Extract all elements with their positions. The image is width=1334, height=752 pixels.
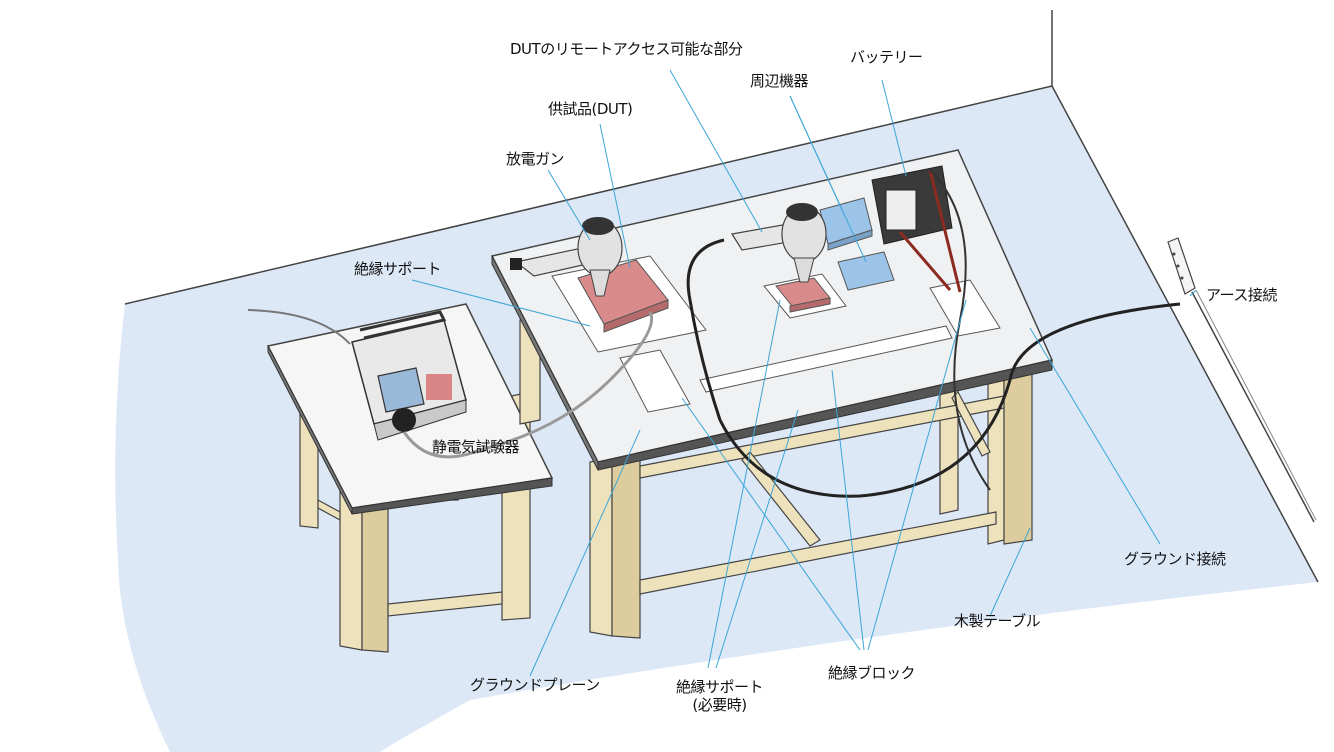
esd-tester: [351, 310, 467, 441]
label-esd-tester: 静電気試験器: [432, 438, 520, 456]
label-wooden-table: 木製テーブル: [954, 612, 1041, 630]
label-ground-plane: グラウンドプレーン: [470, 676, 600, 694]
label-dut: 供試品(DUT): [548, 100, 633, 118]
esd-gun-1: [510, 217, 623, 297]
label-dut-remote: DUTのリモートアクセス可能な部分: [510, 40, 743, 58]
label-esd-gun: 放電ガン: [506, 150, 565, 168]
label-insulating-support-optional: 絶縁サポート (必要時): [676, 678, 764, 714]
label-peripheral: 周辺機器: [750, 72, 809, 90]
label-insulating-block: 絶縁ブロック: [828, 664, 916, 682]
label-insulating-support: 絶縁サポート: [354, 260, 442, 278]
esd-gun-2: [731, 203, 827, 283]
label-earth-connection: アース接続: [1206, 286, 1277, 304]
label-ground-connection: グラウンド接続: [1124, 550, 1226, 568]
earth-bar: [1167, 237, 1317, 523]
label-battery: バッテリー: [850, 48, 923, 66]
leader-lines: [411, 69, 1197, 677]
